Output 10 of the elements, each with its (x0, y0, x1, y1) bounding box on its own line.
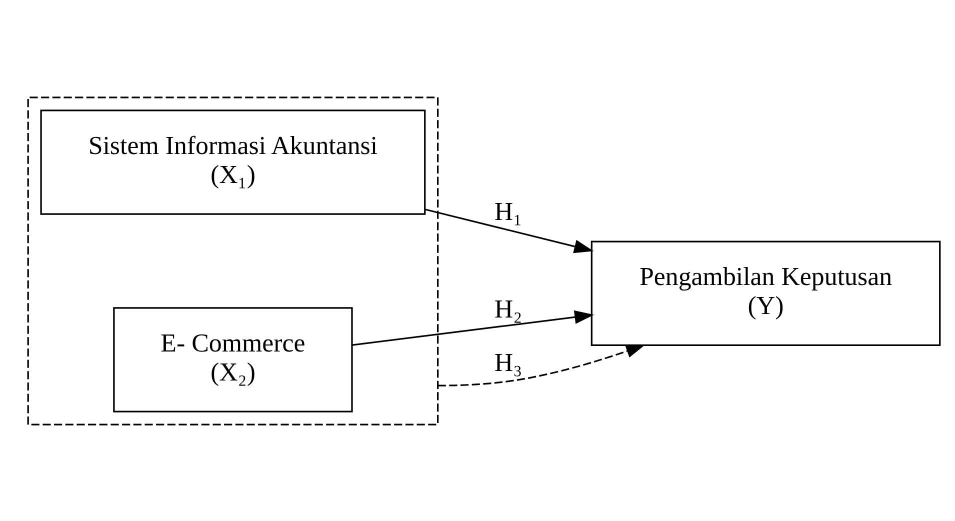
edge-label: H₂ (494, 294, 522, 323)
arrow (424, 208, 594, 253)
edge-label: H₁ (494, 196, 522, 226)
cluster (27, 96, 439, 425)
arrow (438, 344, 646, 386)
node-box: E- Commerce (X₂) (113, 306, 353, 412)
node-box: Pengambilan Keputusan (Y) (590, 240, 941, 346)
edge-label: H₃ (494, 347, 522, 376)
node-box: Sistem Informasi Akuntansi (X₁) (40, 109, 426, 214)
arrow (352, 310, 594, 346)
